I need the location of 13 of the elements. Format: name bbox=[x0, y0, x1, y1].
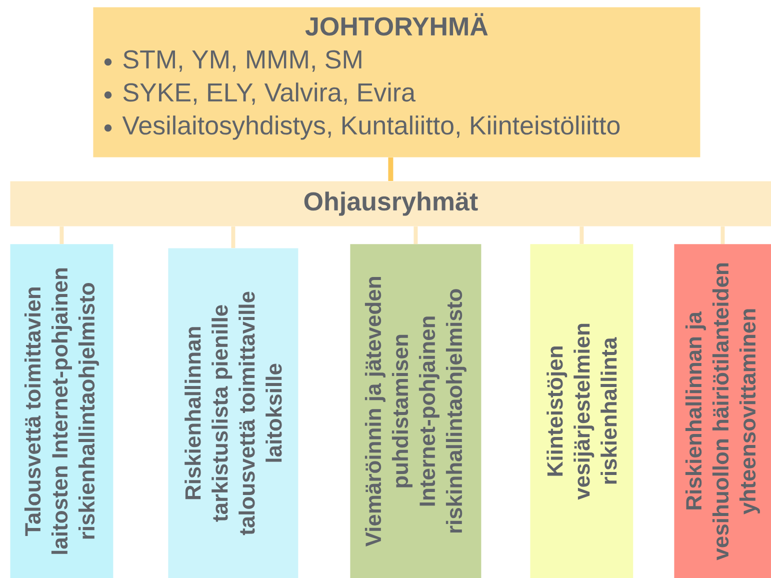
band-box: Ohjausryhmät bbox=[10, 181, 771, 226]
connector-line bbox=[720, 226, 725, 244]
connector-line bbox=[414, 226, 418, 244]
group-box: Talousvettä toimittavien laitosten Internet-pohjainen riskienhallintaohjelmisto bbox=[10, 244, 114, 578]
connector-line bbox=[60, 226, 64, 244]
connector-line bbox=[388, 157, 394, 181]
group-box: Viemäröinnin ja jäteveden puhdistamisen Internet-pohjainen riskinhallintaohjelmisto bbox=[350, 244, 482, 578]
group-box: JOHTORYHMÄ STM, YM, MMM, SM SYKE, ELY, Valvira, Evira Vesilaitosyhdistys, Kuntaliitto, Kiinteistöliitto bbox=[93, 7, 700, 158]
connector-line bbox=[231, 226, 236, 248]
group-box: Riskienhallinnan ja vesihuollon häiriötilanteiden yhteensovittaminen bbox=[674, 244, 771, 578]
group-box: Riskienhallinnan tarkistuslista pienille talousvettä toimittaville laitoksille bbox=[168, 248, 298, 578]
group-box: Kiinteistöjen vesijärjestelmien riskienhallinta bbox=[530, 244, 634, 578]
connector-line bbox=[580, 226, 584, 244]
